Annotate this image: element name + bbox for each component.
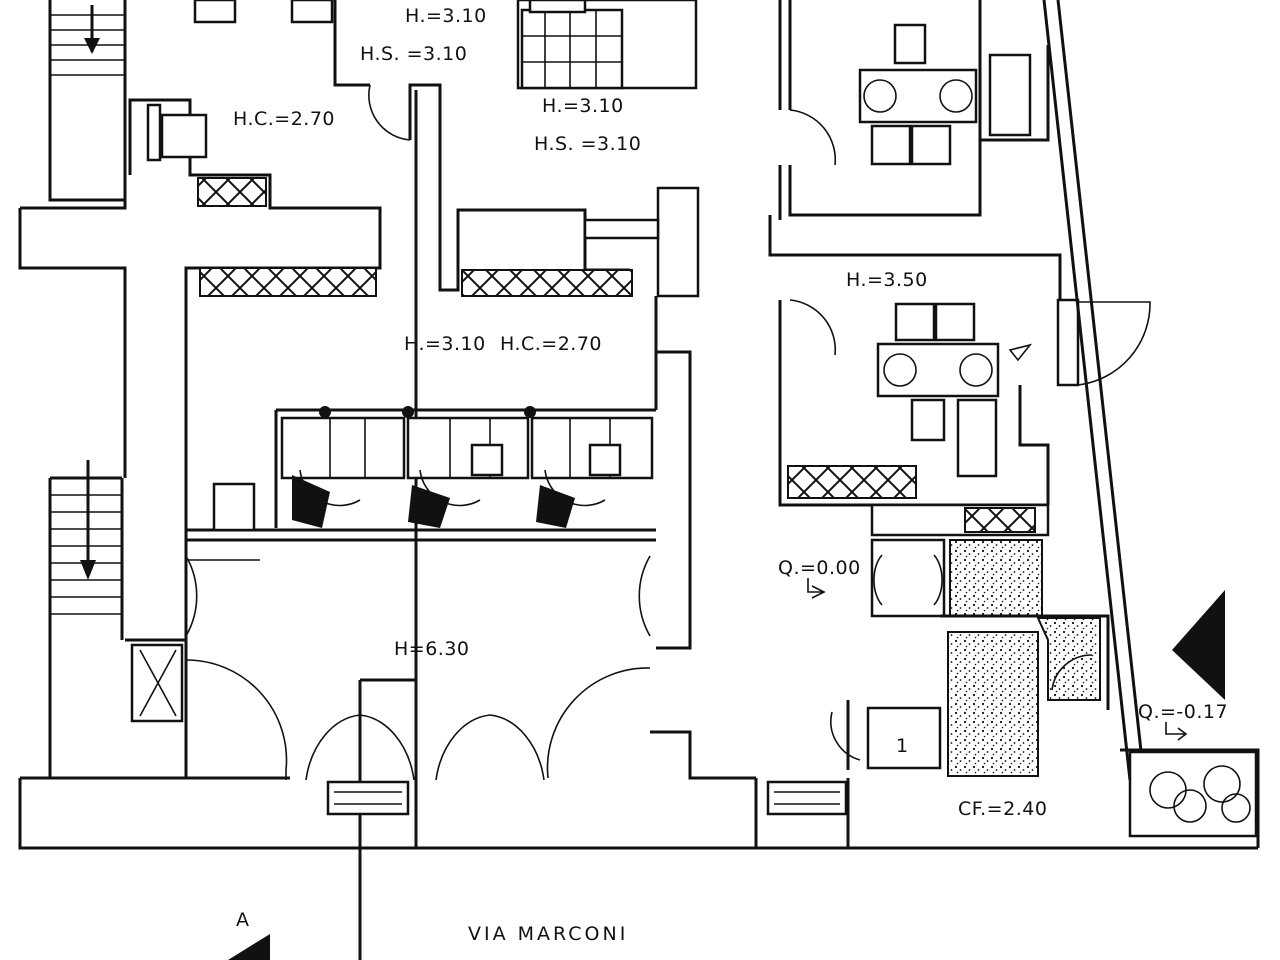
- staircase-bottom-left: [48, 460, 124, 778]
- section-arrow-right-icon: [1172, 590, 1225, 700]
- label-q-zero: Q.=0.00: [778, 557, 861, 579]
- diagonal-edge: [1042, 0, 1144, 781]
- label-hc-center: H.C.=2.70: [500, 333, 602, 355]
- label-hs-top: H.S. =3.10: [360, 43, 467, 65]
- label-hs-mid: H.S. =3.10: [534, 133, 641, 155]
- left-corridor-walls: [18, 98, 382, 778]
- label-h-hall: H=6.30: [394, 638, 470, 660]
- section-arrows: [228, 343, 1225, 960]
- right-offices: [768, 0, 1151, 507]
- label-h-top: H.=3.10: [405, 5, 487, 27]
- top-left-fixtures: [146, 0, 334, 207]
- label-q-minus: Q.=-0.17: [1138, 701, 1228, 723]
- entrance-hall: [130, 555, 848, 960]
- plan-labels: H.=3.10 H.S. =3.10 H.C.=2.70 H.=3.10 H.S…: [233, 5, 1228, 945]
- section-marker-label: A: [236, 909, 250, 931]
- label-h-right: H.=3.50: [846, 269, 928, 291]
- street-wall: [18, 748, 1260, 850]
- center-hatch: [199, 267, 377, 297]
- label-hc-left: H.C.=2.70: [233, 108, 335, 130]
- upper-middle-room: [333, 0, 700, 298]
- core-lower-right: [830, 503, 1110, 777]
- label-h-mid: H.=3.10: [542, 95, 624, 117]
- street-name: VIA MARCONI: [468, 923, 628, 945]
- label-cf: CF.=2.40: [958, 798, 1047, 820]
- workstations: [212, 406, 656, 532]
- planters: [1128, 750, 1258, 838]
- label-lift-number: 1: [896, 735, 909, 757]
- label-h-center: H.=3.10: [404, 333, 486, 355]
- staircase-top-left: [48, 0, 127, 202]
